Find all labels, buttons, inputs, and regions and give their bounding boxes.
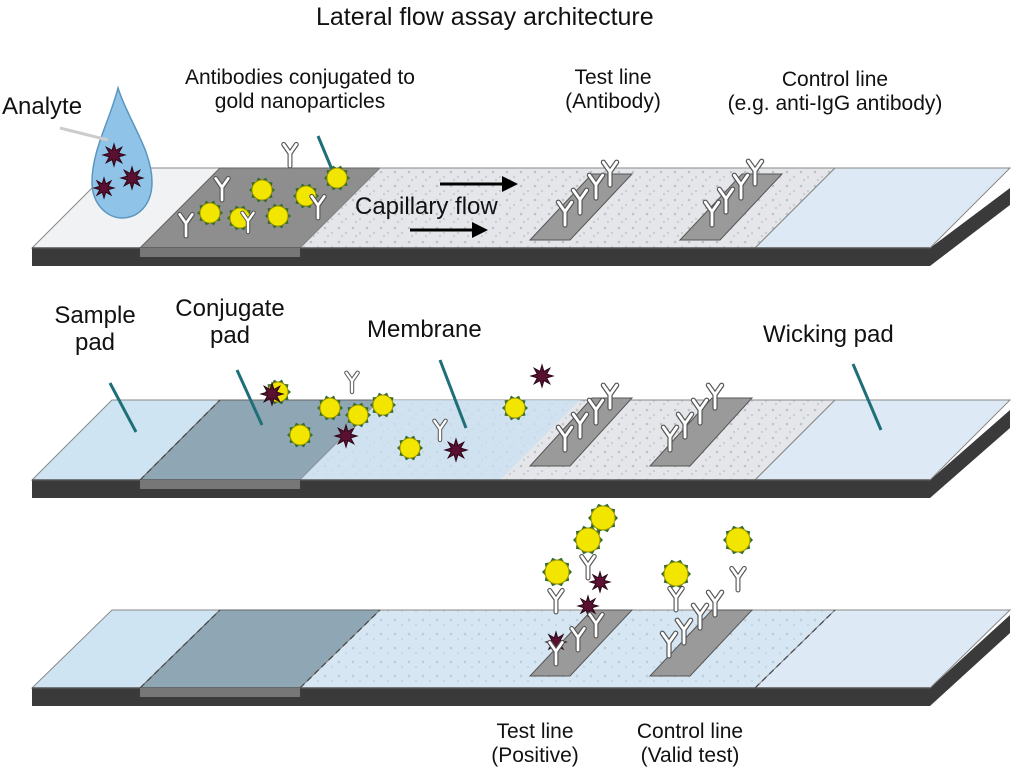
strip-bottom-conjugate-front — [140, 688, 300, 697]
molecule-glyphs — [92, 141, 765, 667]
control-line-band-middle — [648, 397, 754, 467]
capillary-flow-arrows — [410, 176, 518, 238]
test-line-top-label-line2: (Antibody) — [565, 89, 661, 113]
strip-bottom-edge — [32, 615, 1010, 706]
test-line-top-label-line1: Test line — [574, 66, 652, 89]
gold-nanoparticle — [326, 167, 348, 189]
conjugate-pad-label-line2: pad — [209, 321, 251, 349]
conjugate-antibodies-label-line1: Antibodies conjugated to — [184, 66, 415, 89]
gold-nanoparticle — [399, 437, 421, 459]
analyte-molecule-icon — [443, 437, 469, 463]
analyte-molecule-icon — [529, 363, 555, 389]
gold-nanoparticle — [289, 424, 311, 446]
capillary-flow-label: Capillary flow — [355, 193, 498, 220]
leader-lines — [108, 135, 883, 433]
gold-nanoparticle — [251, 179, 273, 201]
analyte-molecule-icon — [576, 594, 600, 618]
conjugate-antibodies-label-line2: gold nanoparticles — [214, 89, 386, 113]
control-line-top-label-line2: (e.g. anti-IgG antibody) — [727, 91, 943, 115]
test-line-top-label: Test line (Antibody) — [548, 66, 678, 113]
sample-pad-label-line2: pad — [74, 328, 116, 356]
conjugate-antibodies-label: Antibodies conjugated to gold nanopartic… — [150, 66, 450, 113]
control-line-bottom-label-line2: (Valid test) — [640, 743, 740, 767]
test-line-bottom-label-line1: Test line — [496, 720, 574, 743]
gold-nanoparticle — [575, 527, 601, 553]
gold-nanoparticle — [295, 185, 317, 207]
diagram-title: Lateral flow assay architecture — [316, 3, 654, 31]
control-line-bottom-label-line1: Control line — [636, 720, 744, 743]
control-line-bottom-label: Control line (Valid test) — [615, 720, 765, 767]
strip-middle-conjugate-front — [140, 480, 300, 489]
sample-pad-label: Sample pad — [30, 302, 160, 357]
membrane-label: Membrane — [367, 316, 482, 343]
control-line-top-label: Control line (e.g. anti-IgG antibody) — [695, 68, 975, 115]
analyte-label: Analyte — [2, 93, 83, 120]
strip-bottom — [30, 609, 1012, 706]
gold-nanoparticle — [199, 202, 221, 224]
control-line-band-bottom — [648, 609, 754, 677]
gold-nanoparticle — [319, 397, 341, 419]
analyte-molecule-icon — [119, 165, 145, 191]
analyte-molecule-icon — [92, 176, 116, 200]
gold-nanoparticle — [725, 527, 751, 553]
analyte-molecule-icon — [101, 142, 127, 168]
gold-nanoparticle — [267, 205, 289, 227]
wicking-pad-label: Wicking pad — [763, 321, 894, 348]
gold-nanoparticle — [347, 404, 369, 426]
gold-nanoparticle — [663, 561, 689, 587]
analyte-molecule-icon — [259, 381, 285, 407]
analyte-molecule-icon — [333, 423, 359, 449]
strip-top-conjugate-front — [140, 248, 300, 257]
gold-nanoparticle — [590, 505, 616, 531]
gold-nanoparticle — [544, 559, 570, 585]
control-line-top-label-line1: Control line — [781, 68, 889, 91]
strip-top-edge — [32, 188, 1010, 266]
analyte-molecule-icon — [588, 570, 612, 594]
test-line-bottom-label-line2: (Positive) — [491, 743, 579, 767]
conjugate-pad-label-line1: Conjugate — [175, 295, 285, 322]
conjugate-pad-label: Conjugate pad — [160, 295, 300, 350]
gold-nanoparticle — [372, 394, 394, 416]
gold-nanoparticle — [504, 397, 526, 419]
sample-pad-label-line1: Sample — [54, 302, 136, 329]
test-line-bottom-label: Test line (Positive) — [470, 720, 600, 767]
